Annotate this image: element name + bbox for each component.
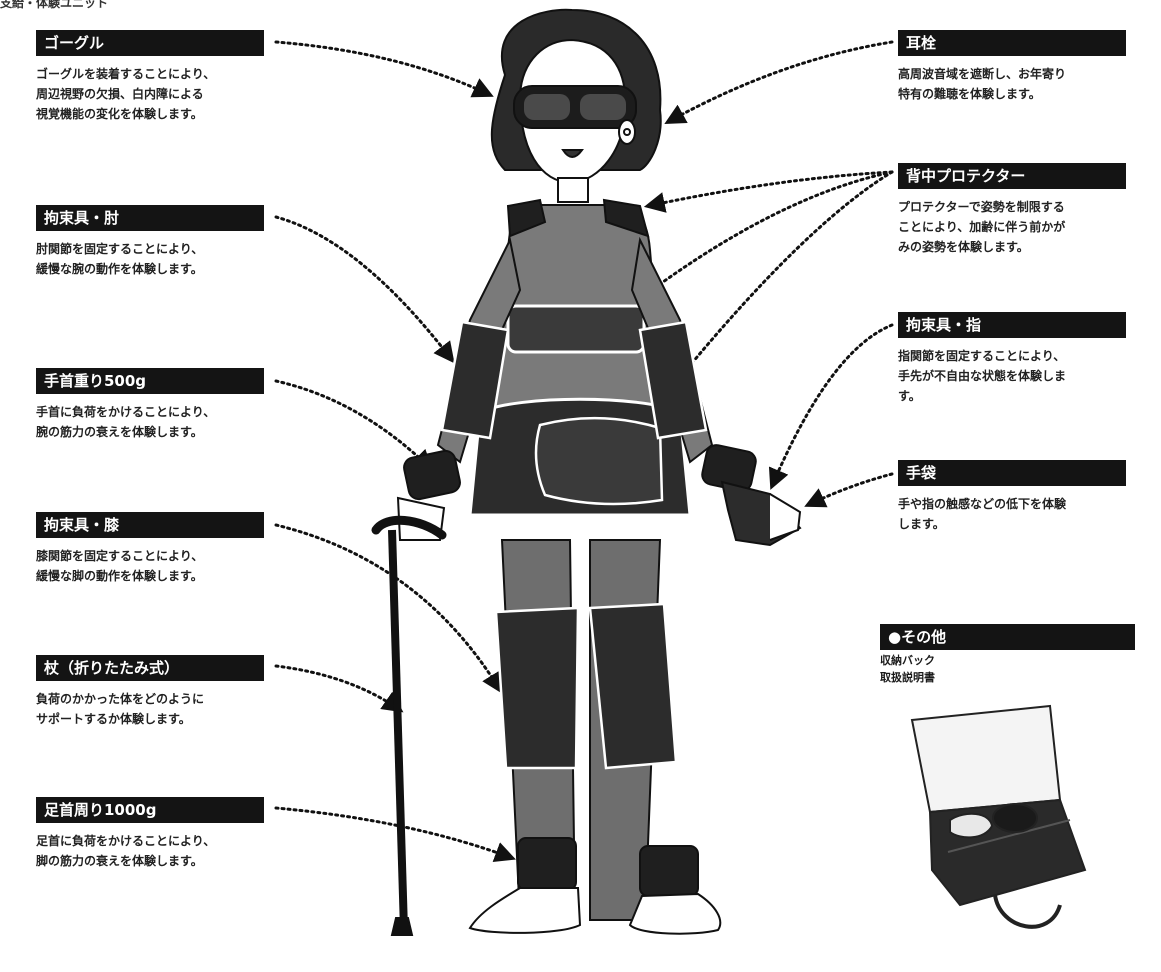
waist-strap: [506, 304, 646, 354]
callout-label: ゴーグル: [36, 30, 264, 56]
other-section: ●その他 収納バック 取扱説明書: [880, 624, 1135, 686]
desc-line: みの姿勢を体験します。: [898, 240, 1029, 254]
desc-line: 周辺視野の欠損、白内障による: [36, 87, 204, 101]
callout-ankle-weight: 足首周り1000g 足首に負荷をかけることにより、 脚の筋力の衰えを体験します。: [36, 797, 276, 871]
foot-right: [628, 892, 722, 935]
shoulder-pad-left: [506, 198, 547, 238]
desc-line: 脚の筋力の衰えを体験します。: [36, 854, 203, 868]
callout-elbow-restraint: 拘束具・肘 肘関節を固定することにより、 緩慢な腕の動作を体験します。: [36, 205, 276, 279]
callout-label: 拘束具・指: [898, 312, 1126, 338]
elbow-restraint-left: [440, 320, 510, 440]
desc-line: ことにより、加齢に伴う前かが: [898, 220, 1066, 234]
cane: [388, 529, 408, 931]
callout-desc: プロテクターで姿勢を制限する ことにより、加齢に伴う前かが みの姿勢を体験します…: [898, 197, 1148, 257]
leader-cane: [274, 664, 404, 713]
callout-desc: 膝関節を固定することにより、 緩慢な脚の動作を体験します。: [36, 546, 276, 586]
header-partial-text: 支給・体験ユニット: [0, 0, 109, 10]
foot-left: [468, 887, 582, 934]
callout-knee-restraint: 拘束具・膝 膝関節を固定することにより、 緩慢な脚の動作を体験します。: [36, 512, 276, 586]
storage-bag: [910, 704, 1087, 929]
bag-lid: [910, 704, 1062, 814]
elderly-simulation-figure: [371, 8, 802, 936]
desc-line: 肘関節を固定することにより、: [36, 242, 204, 256]
callout-label: 足首周り1000g: [36, 797, 264, 823]
leader-wrist: [274, 379, 434, 471]
desc-line: サポートするか体験します。: [36, 712, 191, 726]
callout-label: 手首重り500g: [36, 368, 264, 394]
knee-restraint-left: [494, 606, 580, 770]
callout-desc: 高周波音域を遮断し、お年寄り 特有の難聴を体験します。: [898, 64, 1148, 104]
callout-label: 拘束具・肘: [36, 205, 264, 231]
bag-handle: [993, 894, 1062, 929]
callout-desc: 負荷のかかった体をどのように サポートするか体験します。: [36, 689, 276, 729]
wrist-weight-left: [403, 449, 461, 501]
callout-desc: ゴーグルを装着することにより、 周辺視野の欠損、白内障による 視覚機能の変化を体…: [36, 64, 276, 124]
desc-line: 緩慢な腕の動作を体験します。: [36, 262, 203, 276]
callout-label: 背中プロテクター: [898, 163, 1126, 189]
earplug: [623, 128, 631, 136]
leader-earplug: [664, 40, 894, 125]
desc-line: 指関節を固定することにより、: [898, 349, 1066, 363]
desc-line: 手先が不自由な状態を体験しま: [898, 369, 1067, 383]
desc-line: 足首に負荷をかけることにより、: [36, 834, 216, 848]
leader-ankle: [274, 806, 516, 862]
desc-line: プロテクターで姿勢を制限する: [898, 200, 1065, 214]
desc-line: 視覚機能の変化を体験します。: [36, 107, 203, 121]
callout-finger-restraint: 拘束具・指 指関節を固定することにより、 手先が不自由な状態を体験しま す。: [898, 312, 1148, 406]
desc-line: ゴーグルを装着することにより、: [36, 67, 216, 81]
callout-label: 杖（折りたたみ式）: [36, 655, 264, 681]
callout-cane: 杖（折りたたみ式） 負荷のかかった体をどのように サポートするか体験します。: [36, 655, 276, 729]
callout-desc: 手や指の触感などの低下を体験 します。: [898, 494, 1148, 534]
desc-line: す。: [898, 389, 921, 403]
other-line: 収納バック: [880, 654, 935, 667]
cane-handle: [371, 515, 447, 540]
callout-desc: 足首に負荷をかけることにより、 脚の筋力の衰えを体験します。: [36, 831, 276, 871]
desc-line: 負荷のかかった体をどのように: [36, 692, 205, 706]
leader-knee: [274, 523, 503, 694]
callout-label: 耳栓: [898, 30, 1126, 56]
ankle-weight-left: [517, 837, 577, 891]
other-title: ●その他: [880, 624, 1135, 650]
leader-glove: [804, 472, 894, 508]
callout-desc: 手首に負荷をかけることにより、 腕の筋力の衰えを体験します。: [36, 402, 276, 442]
desc-line: 緩慢な脚の動作を体験します。: [36, 569, 203, 583]
callout-label: 手袋: [898, 460, 1126, 486]
leader-protector-shoulder: [643, 170, 894, 213]
desc-line: 特有の難聴を体験します。: [898, 87, 1041, 101]
knee-restraint-right: [588, 602, 678, 770]
elbow-restraint-right: [638, 320, 708, 440]
shoulder-pad-right: [602, 198, 650, 238]
callout-earplugs: 耳栓 高周波音域を遮断し、お年寄り 特有の難聴を体験します。: [898, 30, 1148, 104]
desc-line: 腕の筋力の衰えを体験します。: [36, 425, 203, 439]
callout-desc: 肘関節を固定することにより、 緩慢な腕の動作を体験します。: [36, 239, 276, 279]
callout-goggles: ゴーグル ゴーグルを装着することにより、 周辺視野の欠損、白内障による 視覚機能…: [36, 30, 276, 124]
callout-wrist-weight: 手首重り500g 手首に負荷をかけることにより、 腕の筋力の衰えを体験します。: [36, 368, 276, 442]
callout-gloves: 手袋 手や指の触感などの低下を体験 します。: [898, 460, 1148, 534]
desc-line: します。: [898, 517, 945, 531]
leader-finger: [768, 323, 894, 490]
desc-line: 手首に負荷をかけることにより、: [36, 405, 216, 419]
callout-label: 拘束具・膝: [36, 512, 264, 538]
callout-back-protector: 背中プロテクター プロテクターで姿勢を制限する ことにより、加齢に伴う前かが み…: [898, 163, 1148, 257]
desc-line: 手や指の触感などの低下を体験: [898, 497, 1067, 511]
callout-desc: 指関節を固定することにより、 手先が不自由な状態を体験しま す。: [898, 346, 1148, 406]
neck: [557, 177, 589, 203]
mouth: [561, 149, 584, 158]
ankle-weight-right: [639, 845, 699, 897]
other-line: 取扱説明書: [880, 671, 935, 684]
desc-line: 高周波音域を遮断し、お年寄り: [898, 67, 1067, 81]
desc-line: 膝関節を固定することにより、: [36, 549, 204, 563]
leader-goggles: [274, 40, 494, 98]
leader-elbow: [274, 215, 455, 364]
